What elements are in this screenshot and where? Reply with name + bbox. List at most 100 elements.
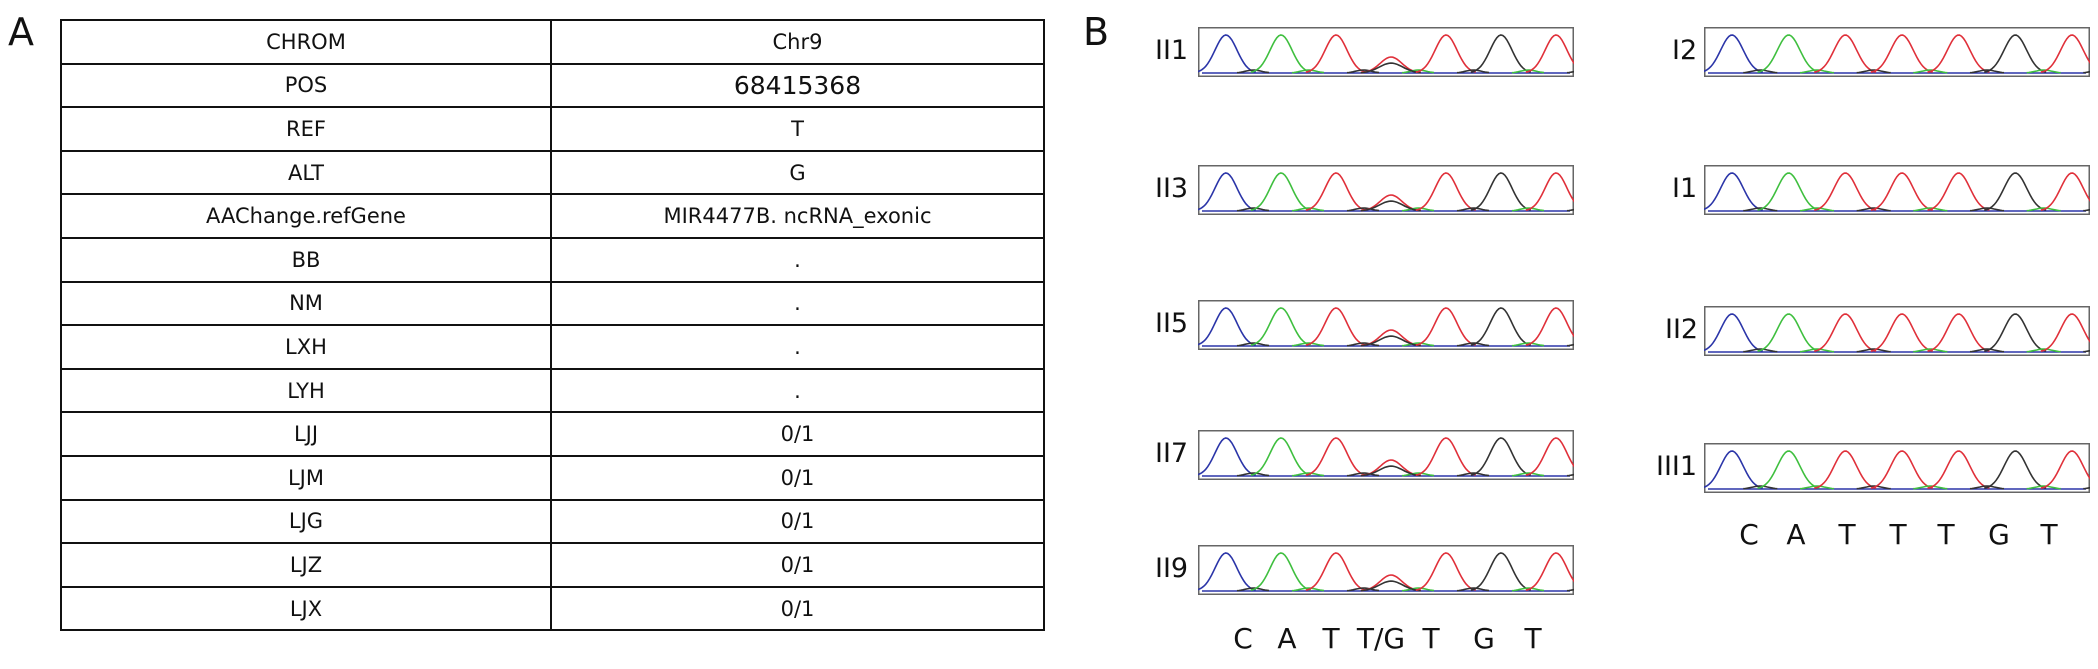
field-name-cell: LJJ bbox=[60, 411, 552, 457]
noise-peak bbox=[2083, 70, 2090, 74]
trace-label: II9 bbox=[1155, 553, 1189, 584]
base-letter: T bbox=[1422, 622, 1440, 655]
peak-G bbox=[1984, 172, 2047, 211]
noise-peak bbox=[1969, 348, 2005, 353]
noise-peak bbox=[1291, 69, 1325, 74]
trace-frame bbox=[1198, 27, 1574, 77]
base-letter: A bbox=[1277, 622, 1297, 655]
peak-G bbox=[1984, 313, 2047, 352]
peak-G bbox=[1470, 34, 1532, 73]
peak-C bbox=[1704, 34, 1763, 73]
noise-peak bbox=[1236, 587, 1270, 592]
base-letter: C bbox=[1739, 518, 1759, 551]
noise-peak bbox=[1799, 207, 1835, 212]
peak-T bbox=[1305, 172, 1367, 211]
base-letter: T bbox=[2040, 518, 2058, 551]
field-value-cell: . bbox=[550, 367, 1045, 414]
base-letter: T bbox=[1838, 518, 1856, 551]
peak-T bbox=[1525, 307, 1574, 346]
field-value-cell: 0/1 bbox=[550, 454, 1045, 501]
noise-peak bbox=[1566, 473, 1574, 477]
peak-A bbox=[1250, 552, 1312, 591]
peak-T bbox=[1525, 172, 1574, 211]
peak-T bbox=[1415, 34, 1477, 73]
trace-frame bbox=[1198, 165, 1574, 215]
peak-T bbox=[1927, 34, 1990, 73]
trace-frame bbox=[1704, 27, 2090, 77]
noise-peak bbox=[2083, 208, 2090, 212]
noise-peak bbox=[1913, 348, 1948, 353]
noise-peak bbox=[2026, 485, 2061, 490]
noise-peak bbox=[1401, 587, 1435, 592]
noise-peak bbox=[1456, 472, 1490, 477]
base-letter: T/G bbox=[1356, 622, 1406, 655]
noise-peak bbox=[1566, 588, 1574, 592]
peak-G-alt bbox=[1360, 335, 1421, 347]
chromatogram-trace bbox=[1704, 27, 2090, 77]
field-name-cell: POS bbox=[60, 62, 552, 109]
noise-peak bbox=[1456, 69, 1490, 74]
noise-peak bbox=[1743, 69, 1778, 74]
chromatogram-trace bbox=[1198, 165, 1574, 215]
base-letter: A bbox=[1786, 518, 1806, 551]
noise-peak bbox=[1856, 348, 1891, 353]
field-value-cell: . bbox=[550, 324, 1045, 370]
noise-peak bbox=[1236, 472, 1270, 477]
noise-peak bbox=[1856, 69, 1891, 74]
noise-peak bbox=[1743, 485, 1778, 490]
peak-G-alt bbox=[1360, 580, 1421, 592]
noise-peak bbox=[1969, 207, 2005, 212]
field-value-cell: 0/1 bbox=[550, 498, 1045, 545]
peak-T bbox=[1870, 34, 1933, 73]
peak-C bbox=[1198, 172, 1257, 211]
table-row: LXH. bbox=[60, 324, 1045, 370]
trace-frame bbox=[1704, 443, 2090, 493]
field-name-cell: LXH bbox=[60, 324, 552, 370]
peak-T bbox=[2040, 450, 2090, 489]
noise-peak bbox=[1511, 207, 1545, 212]
field-name-cell: NM bbox=[60, 280, 552, 327]
trace-frame bbox=[1198, 300, 1574, 350]
noise-peak bbox=[1856, 485, 1891, 490]
noise-peak bbox=[1969, 485, 2005, 490]
base-letter: C bbox=[1233, 622, 1253, 655]
peak-T bbox=[2040, 313, 2090, 352]
trace-label: II5 bbox=[1155, 308, 1189, 339]
field-value-cell: Chr9 bbox=[550, 19, 1045, 65]
noise-peak bbox=[1346, 472, 1380, 477]
peak-T bbox=[1814, 450, 1877, 489]
peak-G bbox=[1470, 172, 1532, 211]
noise-peak bbox=[1511, 472, 1545, 477]
noise-peak bbox=[1456, 207, 1490, 212]
peak-C bbox=[1704, 172, 1763, 211]
table-row: LYH. bbox=[60, 367, 1045, 414]
peak-T bbox=[2040, 34, 2090, 73]
base-letter: T bbox=[1524, 622, 1542, 655]
chromatogram-trace bbox=[1198, 430, 1574, 480]
chromatogram-trace bbox=[1704, 443, 2090, 493]
peak-G-alt bbox=[1360, 465, 1421, 477]
peak-T bbox=[1927, 450, 1990, 489]
field-value-cell: 0/1 bbox=[550, 542, 1045, 588]
noise-peak bbox=[1401, 342, 1435, 347]
noise-peak bbox=[1743, 207, 1778, 212]
noise-peak bbox=[2026, 207, 2061, 212]
noise-peak bbox=[2083, 349, 2090, 353]
field-value-cell: 0/1 bbox=[550, 585, 1045, 632]
noise-peak bbox=[1346, 207, 1380, 212]
table-row: NM. bbox=[60, 280, 1045, 327]
chromatogram-trace bbox=[1704, 165, 2090, 215]
noise-peak bbox=[1401, 207, 1435, 212]
chromatogram-trace bbox=[1704, 306, 2090, 356]
peak-C bbox=[1198, 552, 1257, 591]
noise-peak bbox=[1291, 472, 1325, 477]
peak-A bbox=[1757, 313, 1820, 352]
trace-label: I2 bbox=[1672, 35, 1698, 66]
noise-peak bbox=[1236, 69, 1270, 74]
trace-frame bbox=[1198, 430, 1574, 480]
